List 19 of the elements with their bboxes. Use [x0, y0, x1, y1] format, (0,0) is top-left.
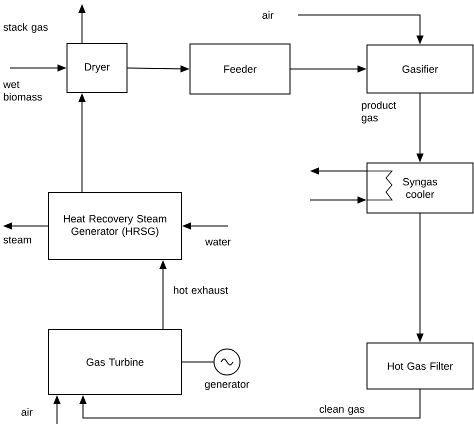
- edge-label: air: [262, 11, 274, 19]
- process-box: Feeder: [190, 44, 290, 94]
- process-box: Gas Turbine: [48, 329, 182, 395]
- edge-label: air: [21, 408, 32, 416]
- process-box: Dryer: [66, 43, 128, 93]
- edge-label: product gas: [362, 101, 396, 124]
- process-box: Heat Recovery Steam Generator (HRSG): [48, 192, 182, 260]
- process-box: Gasifier: [366, 44, 474, 94]
- edge-label: stack gas: [4, 23, 48, 33]
- edge-label: clean gas: [320, 405, 364, 415]
- arrow: [79, 389, 420, 418]
- edge-label: wet biomass: [3, 81, 42, 101]
- generator-symbol: [214, 348, 240, 376]
- edge-label: hot exhaust: [174, 286, 228, 294]
- edge-label: steam: [4, 236, 32, 244]
- process-box: Hot Gas Filter: [366, 342, 474, 390]
- node-caption: generator: [204, 381, 250, 390]
- process-box: Syngas cooler: [366, 162, 474, 214]
- edge-label: water: [205, 238, 231, 246]
